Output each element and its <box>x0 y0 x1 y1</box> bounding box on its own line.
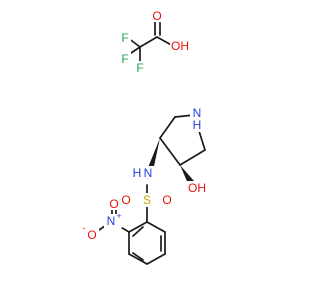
atom-hydroxyl: OH <box>188 181 206 195</box>
bond-ring-c2-c3 <box>179 149 206 166</box>
molecule-drawing: O OH F F F N H OH H N O S O N + O <box>83 9 208 265</box>
bg-pyrrolidine-nh <box>190 106 204 132</box>
atom-label-layer: O OH F F F N H OH H N O S O N + O <box>83 9 208 242</box>
bond-benzene-1-2 <box>146 221 166 233</box>
atom-pyrrolidine-n-hydrogen: H <box>193 118 202 132</box>
bond-benzene-inner-3 <box>132 226 144 237</box>
atom-nitro-n-charge: + <box>116 211 121 221</box>
bg-nitro-o-left <box>83 227 99 241</box>
atom-sulfonyl-s: S <box>143 193 151 207</box>
atom-tfa-fluorine-2: F <box>121 52 128 66</box>
bond-benzene-inner-2 <box>132 252 144 261</box>
bg-tfa-f3 <box>134 61 146 74</box>
stereo-wedge-c3-o <box>180 165 194 186</box>
bond-ring-c3-c4 <box>159 137 181 166</box>
bg-sulfonamide-nh <box>131 166 155 179</box>
stereo-wedge-c4-n <box>147 138 160 171</box>
bg-nitro-o-top <box>107 197 121 210</box>
atom-sulfonamide-hydrogen: H <box>133 166 142 180</box>
bg-tfa-o <box>150 9 164 22</box>
atom-tfa-carbonyl-o: O <box>152 9 161 23</box>
atom-nitro-o-left: O <box>87 228 96 242</box>
bg-nitro-n <box>104 214 122 228</box>
atom-tfa-fluorine-1: F <box>121 31 128 45</box>
bond-c-c <box>139 36 158 48</box>
atom-nitro-o-charge: - <box>83 223 86 233</box>
atom-pyrrolidine-n: N <box>193 106 202 120</box>
stereo-wedge-layer <box>147 138 194 186</box>
bg-tfa-f2 <box>119 52 131 65</box>
bg-sulfonyl <box>118 193 172 207</box>
bond-ring-c4-c1 <box>159 116 176 139</box>
atom-tfa-hydroxyl: OH <box>171 39 189 53</box>
atom-sulfonamide-n: N <box>144 166 153 180</box>
atom-nitro-n: N <box>107 214 116 228</box>
atom-nitro-o-top: O <box>109 197 118 211</box>
atom-sulfonyl-o-right: O <box>162 193 171 207</box>
bg-hydroxyl <box>186 181 208 194</box>
bond-benzene-3-4 <box>146 253 166 265</box>
atom-tfa-fluorine-3: F <box>136 61 143 75</box>
bond-benzene-6-1 <box>128 221 148 233</box>
bg-tfa-f1 <box>119 31 131 44</box>
atom-sulfonyl-o-left: O <box>121 193 130 207</box>
bg-tfa-oh <box>170 39 190 52</box>
bond-benzene-4-5 <box>128 253 148 265</box>
